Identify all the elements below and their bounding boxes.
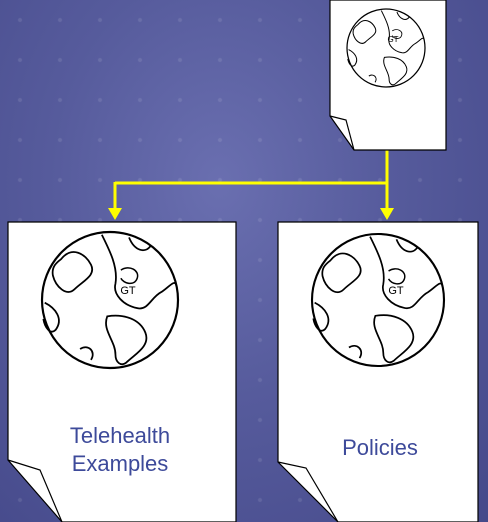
policies-label: Policies [342, 435, 418, 460]
label-line-1: Telehealth [69, 423, 171, 448]
globe-icon [40, 230, 180, 370]
globe-icon [346, 8, 426, 88]
policies-document: GT [277, 221, 479, 522]
globe-mark: GT [387, 35, 398, 44]
telehealth-examples-label: Telehealth Examples [20, 422, 220, 478]
globe-mark: GT [388, 285, 404, 297]
telehealth-examples-document: GT [7, 221, 237, 522]
globe-mark: GT [120, 285, 136, 297]
globe-icon [310, 232, 446, 368]
label-line-2: Examples [71, 451, 169, 476]
source-document: GT [329, 0, 447, 151]
connector-arrows [108, 148, 394, 220]
